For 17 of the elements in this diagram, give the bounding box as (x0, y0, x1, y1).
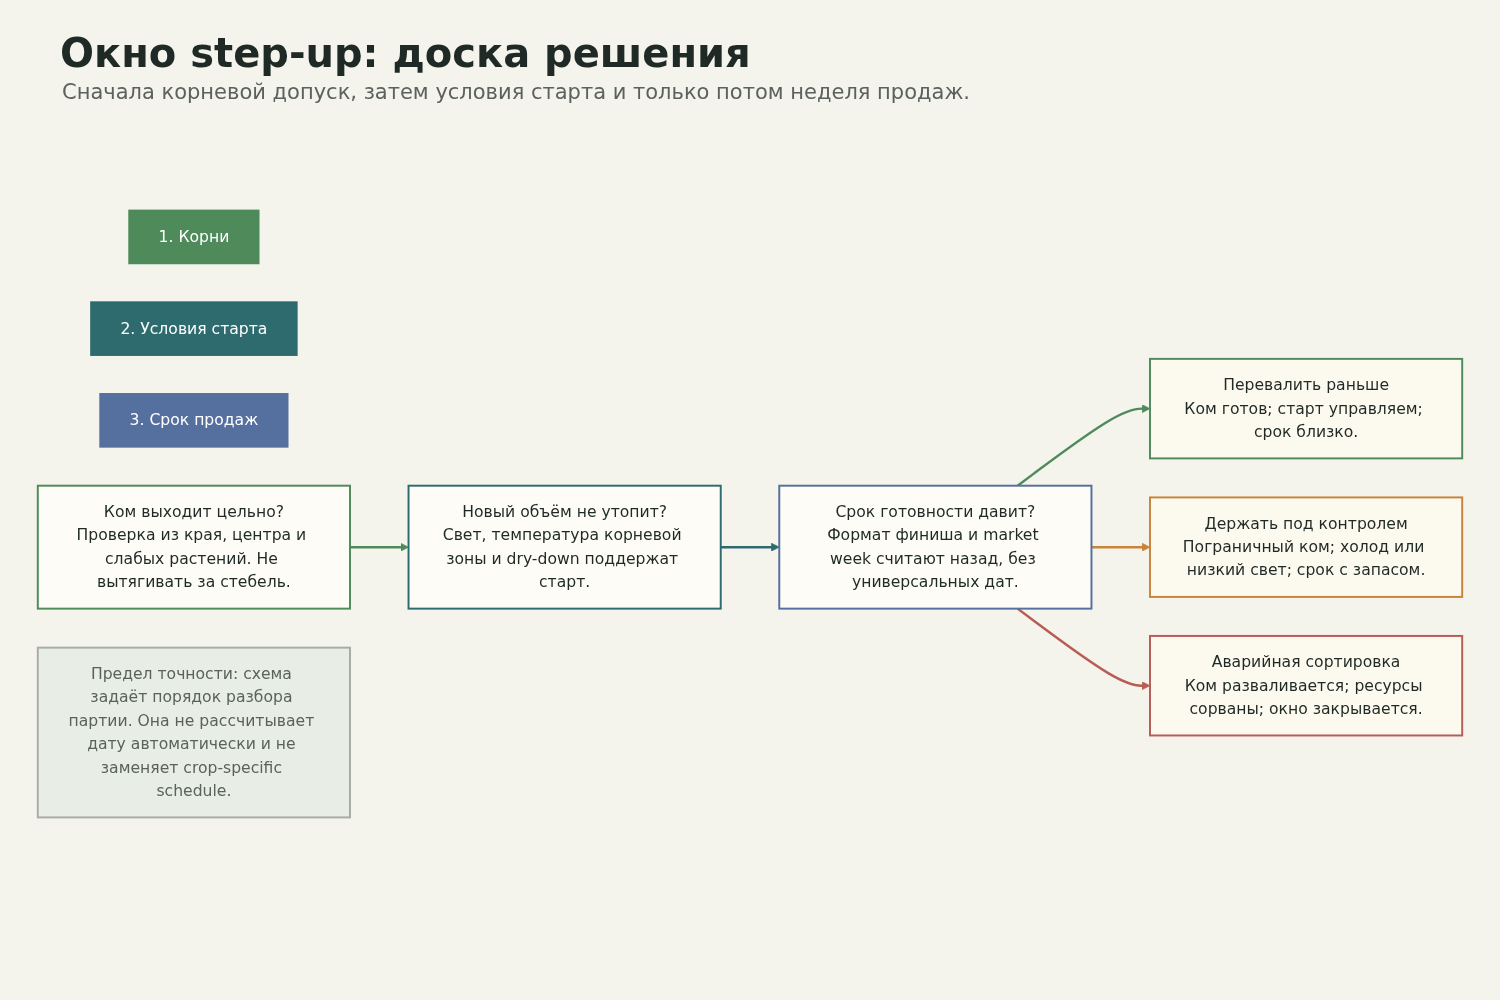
arrow (720, 542, 780, 552)
arrow (1016, 607, 1151, 690)
node-box: Аварийная сортировка Ком разваливается; ресурсы сорваны; окно закрывается. (1149, 634, 1464, 737)
node-box: 3. Срок продаж (99, 393, 289, 448)
node-box: Срок готовности давит? Формат финиша и market week считают назад, без универсальных дат. (778, 484, 1093, 610)
arrow (1091, 542, 1151, 552)
node-box: Ком выходит цельно? Проверка из края, центра и слабых растений. Не вытягивать за стебель. (36, 484, 351, 610)
node-box: Новый объём не утопит? Свет, температура корневой зоны и dry-down поддержат старт. (407, 484, 722, 610)
node-box: 2. Условия старта (90, 301, 298, 356)
node-box: Держать под контролем Пограничный ком; холод или низкий свет; срок с запасом. (1149, 496, 1464, 598)
node-box: Предел точности: схема задаёт порядок разбора партии. Она не рассчитывает дату автоматически и не заменяет crop-specific schedule. (36, 646, 351, 819)
caption: Сначала корневой допуск, затем условия старта и только потом неделя продаж. (62, 80, 971, 104)
arrow (350, 542, 409, 552)
arrow (1016, 404, 1151, 487)
title: Окно step-up: доска решения (60, 30, 752, 76)
node-box: Перевалить раньше Ком готов; старт управляем; срок близко. (1149, 357, 1464, 460)
node-box: 1. Корни (128, 209, 260, 265)
